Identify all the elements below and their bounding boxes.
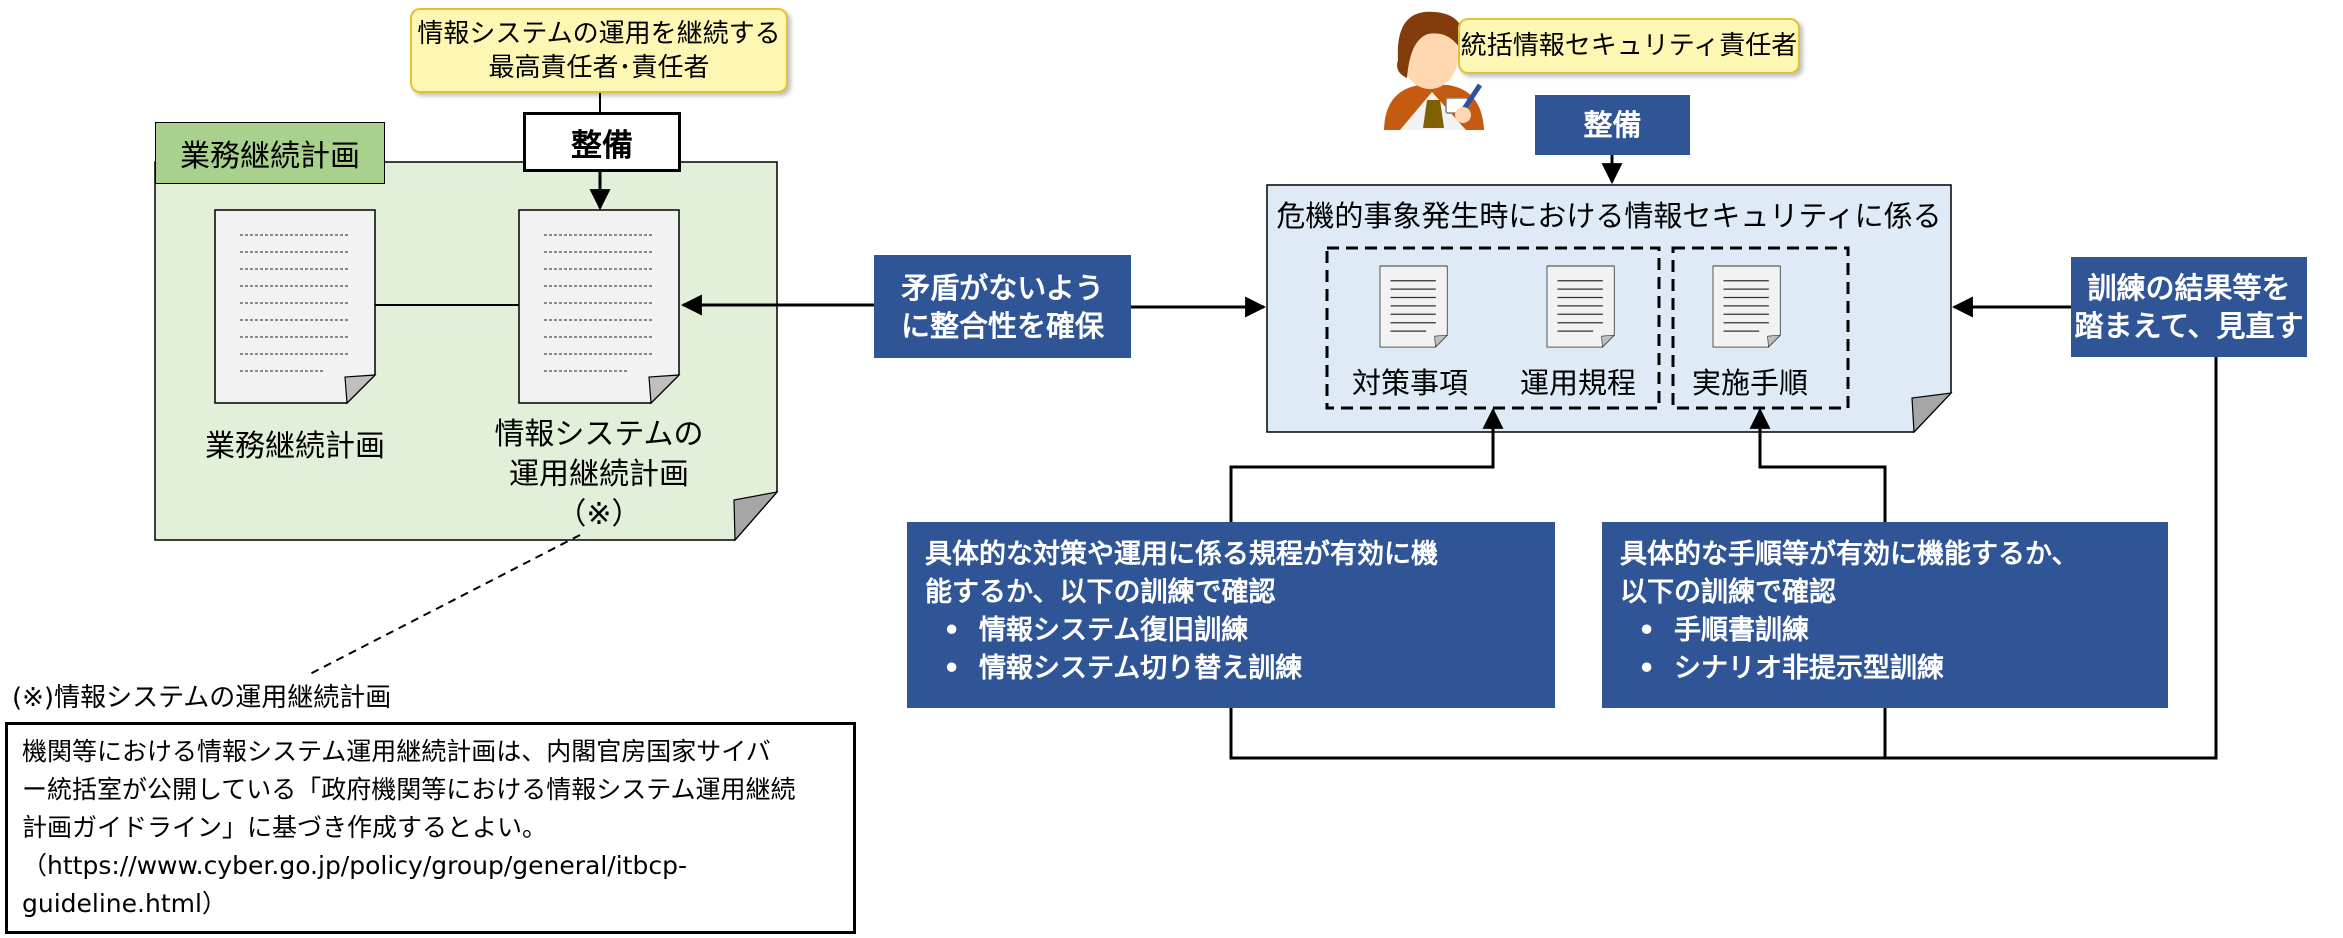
- footnote-line5: guideline.html）: [22, 889, 227, 918]
- training-right-line2: 以下の訓練で確認: [1620, 577, 1836, 608]
- business-panel-tab-label: 業務継続計画: [180, 139, 360, 174]
- footnote-line4: （https://www.cyber.go.jp/policy/group/ge…: [22, 851, 687, 880]
- right-seibi-box: 整備: [1535, 95, 1690, 155]
- it-plan-label-line3: （※）: [556, 497, 642, 532]
- footnote-line1: 機関等における情報システム運用継続計画は、内閣官房国家サイバ: [22, 737, 771, 766]
- consistency-box: 矛盾がないよう に整合性を確保: [874, 255, 1131, 358]
- training-left-line2: 能するか、以下の訓練で確認: [925, 577, 1276, 608]
- training-right-item: 手順書訓練: [1620, 612, 2150, 650]
- training-left-box: 具体的な対策や運用に係る規程が有効に機 能するか、以下の訓練で確認 情報システム…: [907, 522, 1555, 708]
- footnote-leader-line: [307, 534, 581, 676]
- footnote-line3: 計画ガイドライン」に基づき作成するとよい。: [22, 813, 548, 842]
- feedback-loop-line: [1229, 357, 2218, 760]
- training-right-box: 具体的な手順等が有効に機能するか、 以下の訓練で確認 手順書訓練 シナリオ非提示…: [1602, 522, 2168, 708]
- measures-label: 対策事項: [1351, 366, 1468, 400]
- top-left-note-line1: 情報システムの運用を継続する: [417, 18, 781, 49]
- procedure-doc-icon: [1712, 265, 1781, 348]
- top-left-note-line2: 最高責任者･責任者: [488, 52, 710, 83]
- it-plan-label-line1: 情報システムの: [494, 417, 704, 452]
- business-plan-label: 業務継続計画: [205, 429, 385, 464]
- security-officer-person-icon: [1384, 11, 1484, 130]
- it-continuity-plan-label: 情報システムの 運用継続計画 （※）: [479, 415, 719, 535]
- top-right-note: 統括情報セキュリティ責任者: [1458, 18, 1800, 74]
- top-left-note: 情報システムの運用を継続する 最高責任者･責任者: [410, 8, 788, 93]
- training-left-item: 情報システム復旧訓練: [925, 612, 1537, 650]
- training-left-item: 情報システム切り替え訓練: [925, 650, 1537, 688]
- business-plan-doc-icon: [214, 209, 376, 404]
- review-line1: 訓練の結果等を: [2087, 271, 2291, 305]
- it-continuity-plan-doc-icon: [518, 209, 680, 404]
- rules-label: 運用規程: [1519, 366, 1636, 400]
- review-line2: 踏まえて、見直す: [2074, 309, 2304, 343]
- top-right-note-label: 統括情報セキュリティ責任者: [1460, 31, 1798, 61]
- review-box: 訓練の結果等を 踏まえて、見直す: [2071, 257, 2307, 357]
- training-left-arrow: [1229, 407, 1504, 522]
- consistency-line2: に整合性を確保: [900, 308, 1104, 343]
- right-seibi-label: 整備: [1583, 108, 1642, 142]
- footnote-heading: (※)情報システムの運用継続計画: [12, 683, 392, 713]
- left-seibi-box: 整備: [523, 112, 681, 172]
- training-right-item: シナリオ非提示型訓練: [1620, 650, 2150, 688]
- footnote-box: 機関等における情報システム運用継続計画は、内閣官房国家サイバ ー統括室が公開して…: [5, 722, 856, 934]
- procedure-label: 実施手順: [1691, 366, 1808, 400]
- training-right-line1: 具体的な手順等が有効に機能するか、: [1620, 539, 2079, 570]
- measures-doc-icon: [1379, 265, 1448, 348]
- crisis-panel-title: 危機的事象発生時における情報セキュリティに係る: [1276, 199, 1942, 233]
- it-plan-label-line2: 運用継続計画: [509, 457, 689, 492]
- footnote-line2: ー統括室が公開している「政府機関等における情報システム運用継続: [22, 775, 796, 804]
- rules-doc-icon: [1546, 265, 1615, 348]
- business-panel-tab: 業務継続計画: [155, 122, 385, 184]
- consistency-line1: 矛盾がないよう: [901, 270, 1104, 305]
- left-seibi-label: 整備: [571, 127, 633, 164]
- training-right-arrow: [1749, 407, 1887, 522]
- training-left-line1: 具体的な対策や運用に係る規程が有効に機: [925, 539, 1438, 570]
